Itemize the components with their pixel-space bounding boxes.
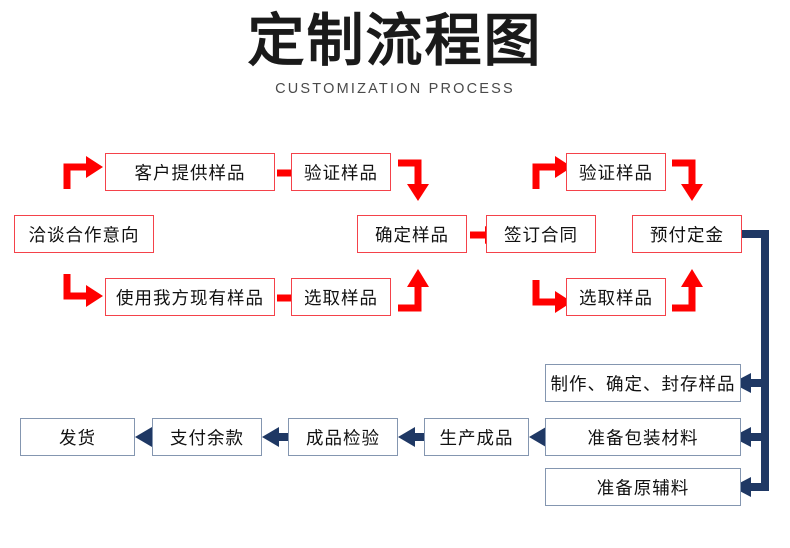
node-use-our-existing-sample[interactable]: 使用我方现有样品 — [105, 278, 275, 316]
node-prepare-raw-materials[interactable]: 准备原辅料 — [545, 468, 741, 506]
node-prepare-packaging-materials[interactable]: 准备包装材料 — [545, 418, 741, 456]
node-label: 成品检验 — [306, 427, 380, 448]
arrow-bus-to-prepare-raw-materials — [727, 476, 769, 498]
arrow-verify-left-to-confirm-sample — [396, 155, 440, 203]
node-label: 客户提供样品 — [134, 162, 246, 183]
node-label: 选取样品 — [579, 287, 653, 308]
node-label: 预付定金 — [650, 224, 724, 245]
node-label: 制作、确定、封存样品 — [550, 373, 736, 394]
title-block: 定制流程图 CUSTOMIZATION PROCESS — [0, 9, 790, 97]
arrow-bus-to-make-confirm-seal-sample — [727, 372, 769, 394]
node-label: 准备包装材料 — [587, 427, 699, 448]
node-select-sample-left[interactable]: 选取样品 — [291, 278, 391, 316]
node-customer-provides-sample[interactable]: 客户提供样品 — [105, 153, 275, 191]
node-make-confirm-seal-sample[interactable]: 制作、确定、封存样品 — [545, 364, 741, 402]
node-select-sample-right[interactable]: 选取样品 — [566, 278, 666, 316]
node-confirm-sample[interactable]: 确定样品 — [357, 215, 467, 253]
node-label: 确定样品 — [375, 224, 449, 245]
arrow-bus-to-prepare-packaging — [727, 426, 769, 448]
arrow-select-sample-left-to-confirm — [396, 264, 440, 314]
navy-bus-line — [735, 225, 790, 505]
arrow-negotiate-to-existing-sample — [62, 272, 106, 310]
node-label: 发货 — [59, 427, 96, 448]
node-pay-balance[interactable]: 支付余款 — [152, 418, 262, 456]
node-negotiate-cooperation[interactable]: 洽谈合作意向 — [14, 215, 154, 253]
node-label: 验证样品 — [579, 162, 653, 183]
arrow-sign-contract-to-select-sample-right — [531, 278, 575, 316]
node-label: 洽谈合作意向 — [28, 224, 140, 245]
node-label: 生产成品 — [439, 427, 514, 448]
node-label: 使用我方现有样品 — [116, 287, 264, 308]
node-label: 签订合同 — [504, 224, 578, 245]
page-subtitle: CUSTOMIZATION PROCESS — [275, 80, 515, 97]
node-ship-goods[interactable]: 发货 — [20, 418, 135, 456]
page-title: 定制流程图 — [247, 9, 543, 73]
node-label: 准备原辅料 — [596, 477, 690, 498]
arrow-sign-contract-to-verify-right — [531, 153, 575, 191]
arrow-verify-right-to-prepay — [670, 155, 714, 203]
node-label: 支付余款 — [170, 427, 244, 448]
node-finished-product-inspection[interactable]: 成品检验 — [288, 418, 398, 456]
node-prepay-deposit[interactable]: 预付定金 — [632, 215, 742, 253]
arrow-select-sample-right-to-prepay — [670, 264, 714, 314]
node-produce-finished-product[interactable]: 生产成品 — [424, 418, 529, 456]
node-verify-sample-right[interactable]: 验证样品 — [566, 153, 666, 191]
node-sign-contract[interactable]: 签订合同 — [486, 215, 596, 253]
arrow-negotiate-to-customer-sample — [62, 153, 106, 191]
node-label: 验证样品 — [304, 162, 378, 183]
node-label: 选取样品 — [304, 287, 378, 308]
node-verify-sample-left[interactable]: 验证样品 — [291, 153, 391, 191]
